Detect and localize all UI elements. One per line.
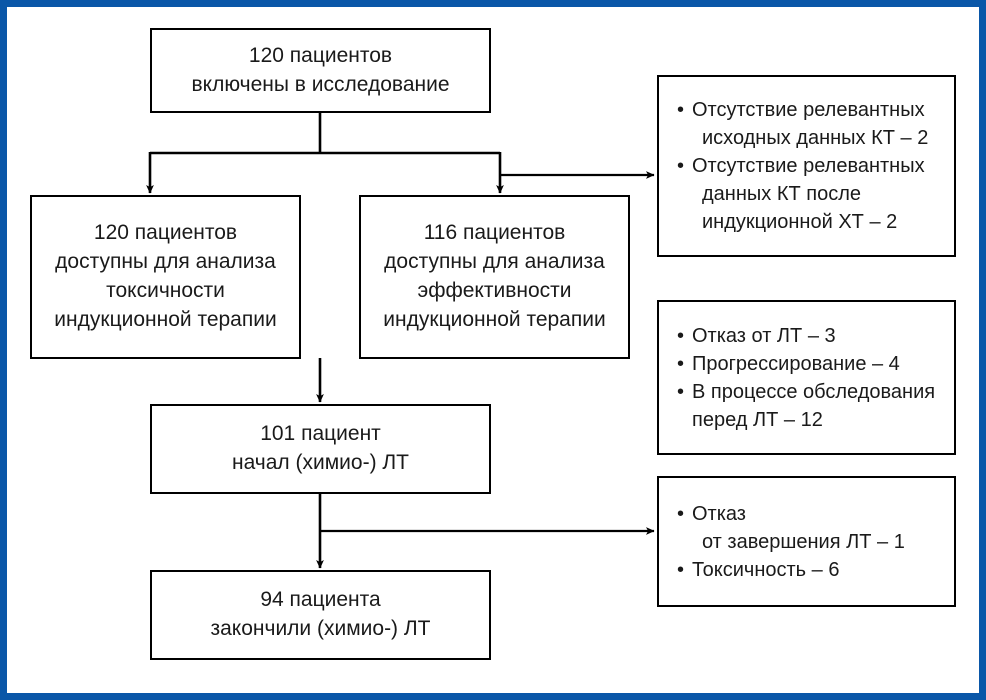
node-toxicity-line1: 120 пациентов bbox=[93, 221, 238, 245]
exclusion-during-rt-item0-first: Отказ bbox=[692, 502, 746, 525]
exclusion-during-rt-item1: Токсичность – 6 bbox=[692, 558, 840, 581]
exclusion-before-rt-item0: Отказ от ЛТ – 3 bbox=[692, 324, 836, 347]
list-item: Отсутствие релевантных данных КТ после и… bbox=[677, 152, 940, 236]
node-efficacy-analysis: 116 пациентов доступны для анализа эффек… bbox=[359, 195, 630, 359]
node-efficacy-line4: индукционной терапии bbox=[383, 307, 606, 331]
list-item: Отказ от ЛТ – 3 bbox=[677, 322, 940, 350]
node-started-rt-line1: 101 пациент bbox=[260, 422, 381, 446]
node-efficacy-line2: доступны для анализа bbox=[384, 250, 605, 274]
node-efficacy-line1: 116 пациентов bbox=[423, 221, 566, 245]
node-completed-rt-line2: закончили (химио-) ЛТ bbox=[210, 617, 431, 640]
list-item: Отсутствие релевантных исходных данных К… bbox=[677, 96, 940, 152]
exclusion-ct-data-item0-rest: исходных данных КТ – 2 bbox=[702, 127, 929, 149]
exclusion-ct-data-item1-rest: данных КТ после bbox=[702, 183, 861, 205]
node-started-rt: 101 пациент начал (химио-) ЛТ bbox=[150, 404, 491, 494]
node-enrolled-line2: включены в исследование bbox=[191, 72, 450, 96]
exclusion-during-rt-item0-rest: от завершения ЛТ – 1 bbox=[702, 530, 905, 553]
node-efficacy-line3: эффективности bbox=[417, 279, 572, 302]
exclusion-before-rt-item2-first: В процессе обследования bbox=[692, 380, 936, 403]
node-completed-rt: 94 пациента закончили (химио-) ЛТ bbox=[150, 570, 491, 660]
node-completed-rt-line1: 94 пациента bbox=[260, 588, 381, 612]
exclusion-box-during-rt: Отказ от завершения ЛТ – 1 Токсичность –… bbox=[657, 476, 956, 607]
exclusion-ct-data-item1-first: Отсутствие релевантных bbox=[692, 155, 925, 177]
node-toxicity-line3: токсичности bbox=[106, 279, 225, 302]
exclusion-ct-data-item1-rest2: индукционной ХТ – 2 bbox=[702, 211, 898, 233]
list-item: Отказ от завершения ЛТ – 1 bbox=[677, 500, 940, 556]
exclusion-box-before-rt: Отказ от ЛТ – 3 Прогрессирование – 4 В п… bbox=[657, 300, 956, 455]
node-enrolled: 120 пациентов включены в исследование bbox=[150, 28, 491, 113]
list-item: Токсичность – 6 bbox=[677, 556, 940, 584]
exclusion-ct-data-item0-first: Отсутствие релевантных bbox=[692, 99, 925, 121]
node-started-rt-line2: начал (химио-) ЛТ bbox=[231, 451, 410, 474]
list-item: Прогрессирование – 4 bbox=[677, 350, 940, 378]
exclusion-before-rt-item2-rest: перед ЛТ – 12 bbox=[692, 408, 823, 431]
exclusion-box-ct-data: Отсутствие релевантных исходных данных К… bbox=[657, 75, 956, 257]
exclusion-before-rt-item1: Прогрессирование – 4 bbox=[692, 352, 900, 375]
node-toxicity-line2: доступны для анализа bbox=[55, 250, 276, 274]
node-toxicity-line4: индукционной терапии bbox=[54, 307, 277, 331]
list-item: В процессе обследования перед ЛТ – 12 bbox=[677, 378, 940, 434]
node-toxicity-analysis: 120 пациентов доступны для анализа токси… bbox=[30, 195, 301, 359]
node-enrolled-line1: 120 пациентов bbox=[248, 43, 393, 67]
